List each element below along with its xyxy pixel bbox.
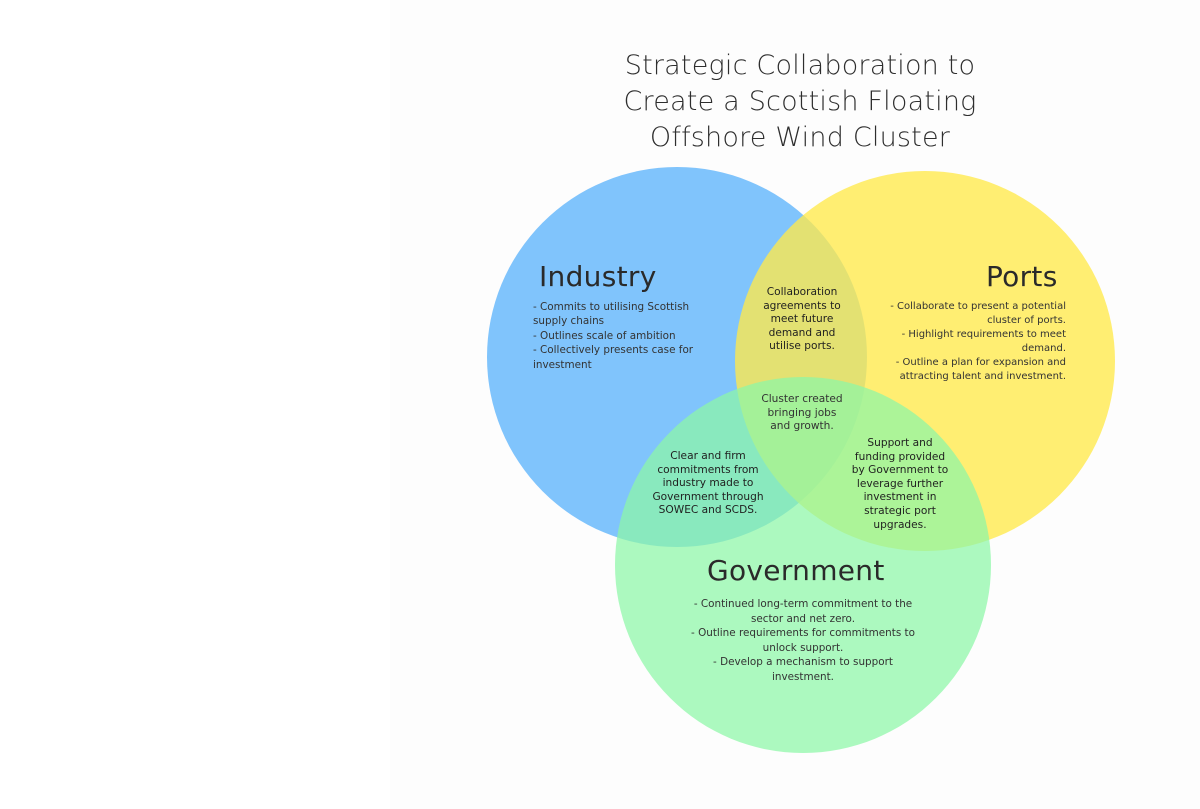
overlap-line: commitments from xyxy=(657,463,759,476)
government-point: - Continued long-term commitment to the xyxy=(693,598,913,610)
overlap-line: by Government to xyxy=(851,464,949,477)
ports-point: - Collaborate to present a potential xyxy=(890,301,1066,312)
industry-label: Industry xyxy=(539,260,657,293)
ports-point: - Highlight requirements to meet xyxy=(901,328,1066,340)
overlap-line: meet future xyxy=(770,313,834,326)
industry-point: - Commits to utilising Scottish xyxy=(533,301,690,313)
industry-point: investment xyxy=(533,358,592,371)
industry-point: - Collectively presents case for xyxy=(533,344,694,357)
industry-government-overlap: Clear and firm commitments from industry… xyxy=(633,450,783,518)
overlap-line: upgrades. xyxy=(873,518,927,531)
overlap-line: Clear and firm xyxy=(670,450,746,462)
government-point: unlock support. xyxy=(762,641,844,654)
overlap-line: Support and xyxy=(867,437,933,449)
government-point: sector and net zero. xyxy=(750,612,856,625)
government-points: - Continued long-term commitment to the … xyxy=(663,597,943,684)
overlap-line: investment in xyxy=(863,491,937,504)
overlap-line: Cluster created xyxy=(761,393,843,405)
ports-point: cluster of ports. xyxy=(987,314,1066,326)
ports-point: - Outline a plan for expansion and xyxy=(895,356,1066,368)
industry-point: supply chains xyxy=(533,315,605,328)
overlap-line: SOWEC and SCDS. xyxy=(658,504,758,517)
overlap-line: strategic port xyxy=(864,504,936,517)
all-three-overlap: Cluster created bringing jobs and growth… xyxy=(742,393,862,434)
title-line: Create a Scottish Floating xyxy=(623,86,977,117)
title-line: Strategic Collaboration to xyxy=(624,50,976,81)
industry-point: - Outlines scale of ambition xyxy=(533,329,676,342)
government-circle xyxy=(615,377,991,753)
ports-point: attracting talent and investment. xyxy=(899,370,1066,382)
ports-label: Ports xyxy=(986,260,1058,293)
government-point: investment. xyxy=(772,670,834,683)
overlap-line: industry made to xyxy=(662,477,754,490)
overlap-line: utilise ports. xyxy=(769,340,835,353)
overlap-line: demand and xyxy=(768,326,836,339)
government-point: - Develop a mechanism to support xyxy=(713,656,893,668)
government-label: Government xyxy=(707,554,885,587)
ports-government-overlap: Support and funding provided by Governme… xyxy=(835,437,965,532)
ports-points: - Collaborate to present a potential clu… xyxy=(864,300,1066,383)
diagram-title: Strategic Collaboration to Create a Scot… xyxy=(560,48,1040,156)
overlap-line: agreements to xyxy=(763,299,841,312)
ports-point: demand. xyxy=(1021,342,1066,354)
overlap-line: and growth. xyxy=(770,420,834,433)
overlap-line: bringing jobs xyxy=(767,406,837,419)
title-line: Offshore Wind Cluster xyxy=(649,122,951,153)
overlap-line: leverage further xyxy=(856,477,944,490)
industry-points: - Commits to utilising Scottish supply c… xyxy=(533,300,693,372)
overlap-line: Collaboration xyxy=(766,286,838,298)
overlap-line: Government through xyxy=(652,490,764,503)
government-point: - Outline requirements for commitments t… xyxy=(691,627,915,639)
industry-ports-overlap: Collaboration agreements to meet future … xyxy=(742,286,862,354)
overlap-line: funding provided xyxy=(854,450,946,463)
